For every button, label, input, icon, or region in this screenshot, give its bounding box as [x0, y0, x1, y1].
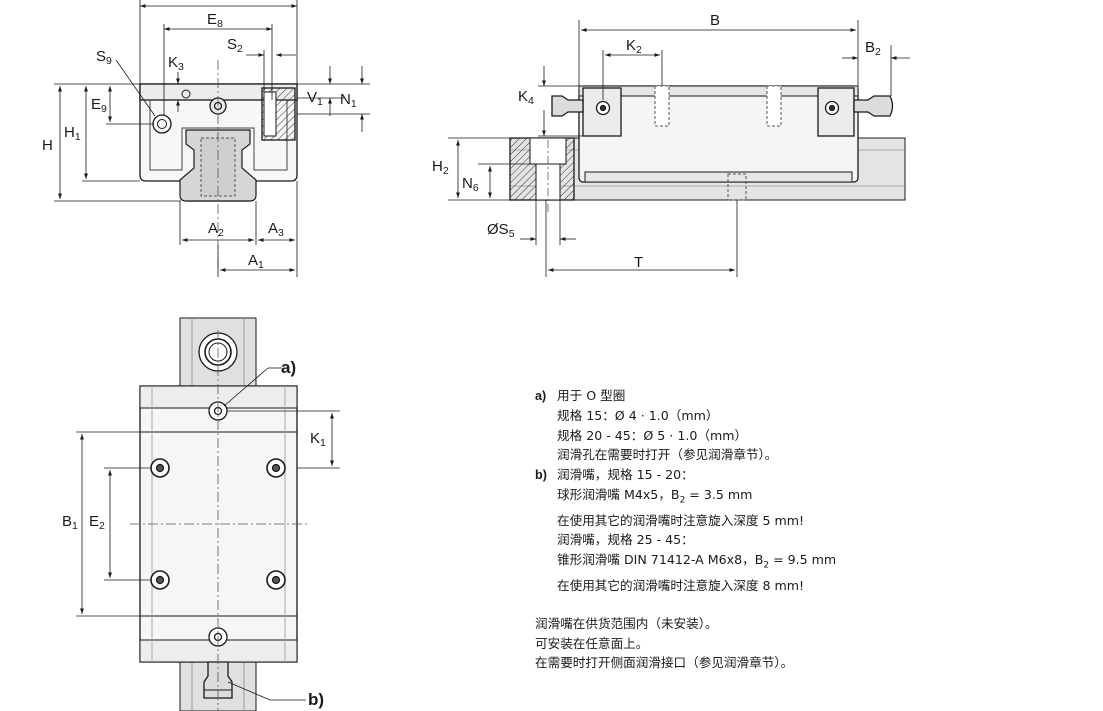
top-carriage — [139, 385, 298, 663]
note-b-title: b)润滑嘴，规格 15 - 20： — [535, 465, 1095, 485]
label-b1: B1 — [62, 513, 78, 532]
label-t: T — [634, 254, 643, 271]
note-b-line: 在使用其它的润滑嘴时注意旋入深度 8 mm! — [557, 577, 805, 593]
note-a-line: 润滑孔在需要时打开（参见润滑章节）。 — [557, 447, 778, 463]
label-a1: A1 — [248, 252, 264, 271]
notes-panel: a)用于 O 型圈 规格 15：Ø 4 · 1.0（mm） 规格 20 - 45… — [535, 386, 1095, 672]
side-view — [509, 85, 906, 201]
note-b-line: 球形润滑嘴 M4x5，B2 = 3.5 mm — [557, 487, 753, 506]
label-b: B — [710, 12, 720, 29]
label-s9: S9 — [96, 48, 112, 67]
label-s5: ØS5 — [487, 221, 515, 240]
note-footer: 在需要时打开侧面润滑接口（参见润滑章节）。 — [535, 654, 794, 670]
lube-nipple-left — [551, 95, 584, 117]
callout-b: b) — [308, 690, 324, 709]
label-h: H — [42, 137, 53, 154]
label-k1: K1 — [310, 430, 326, 449]
note-b-marker: b) — [535, 467, 547, 482]
label-k4: K4 — [518, 88, 534, 107]
note-a-title: a)用于 O 型圈 — [535, 386, 1095, 406]
label-n1: N1 — [340, 91, 357, 110]
top-view-dimensions: K1 B1 E2 — [62, 367, 340, 701]
callout-a: a) — [281, 358, 296, 377]
label-a2: A2 — [208, 220, 224, 239]
note-a-line: 规格 20 - 45：Ø 5 · 1.0（mm） — [557, 427, 748, 443]
label-a3: A3 — [268, 220, 284, 239]
note-footer: 可安装在任意面上。 — [535, 635, 649, 651]
note-b-line: 润滑嘴，规格 25 - 45： — [557, 532, 694, 548]
note-b-line: 在使用其它的润滑嘴时注意旋入深度 5 mm! — [557, 512, 805, 528]
label-h2: H2 — [432, 158, 449, 177]
label-s2: S2 — [227, 36, 243, 55]
label-b2: B2 — [865, 39, 881, 58]
label-h1: H1 — [64, 124, 81, 143]
label-e9: E9 — [91, 96, 107, 115]
top-view — [130, 317, 307, 711]
note-a-line: 规格 15：Ø 4 · 1.0（mm） — [557, 408, 719, 424]
note-footer: 润滑嘴在供货范围内（未安装）。 — [535, 616, 718, 632]
label-e2: E2 — [89, 513, 105, 532]
label-n6: N6 — [462, 175, 479, 194]
label-k3: K3 — [168, 54, 184, 73]
front-view — [139, 60, 298, 275]
lube-nipple-right — [853, 95, 894, 117]
label-k2: K2 — [626, 37, 642, 56]
side-view-dimensions: B K2 B2 K4 H2 N6 ØS5 T — [432, 12, 910, 277]
note-b-line: 锥形润滑嘴 DIN 71412-A M6x8，B2 = 9.5 mm — [557, 551, 837, 571]
label-v1: V1 — [307, 89, 323, 108]
note-a-marker: a) — [535, 389, 547, 403]
front-view-dimensions: E8 S9 K3 S2 V1 N1 E9 H1 H A2 A3 A1 — [42, 0, 370, 277]
label-e8: E8 — [207, 11, 223, 30]
